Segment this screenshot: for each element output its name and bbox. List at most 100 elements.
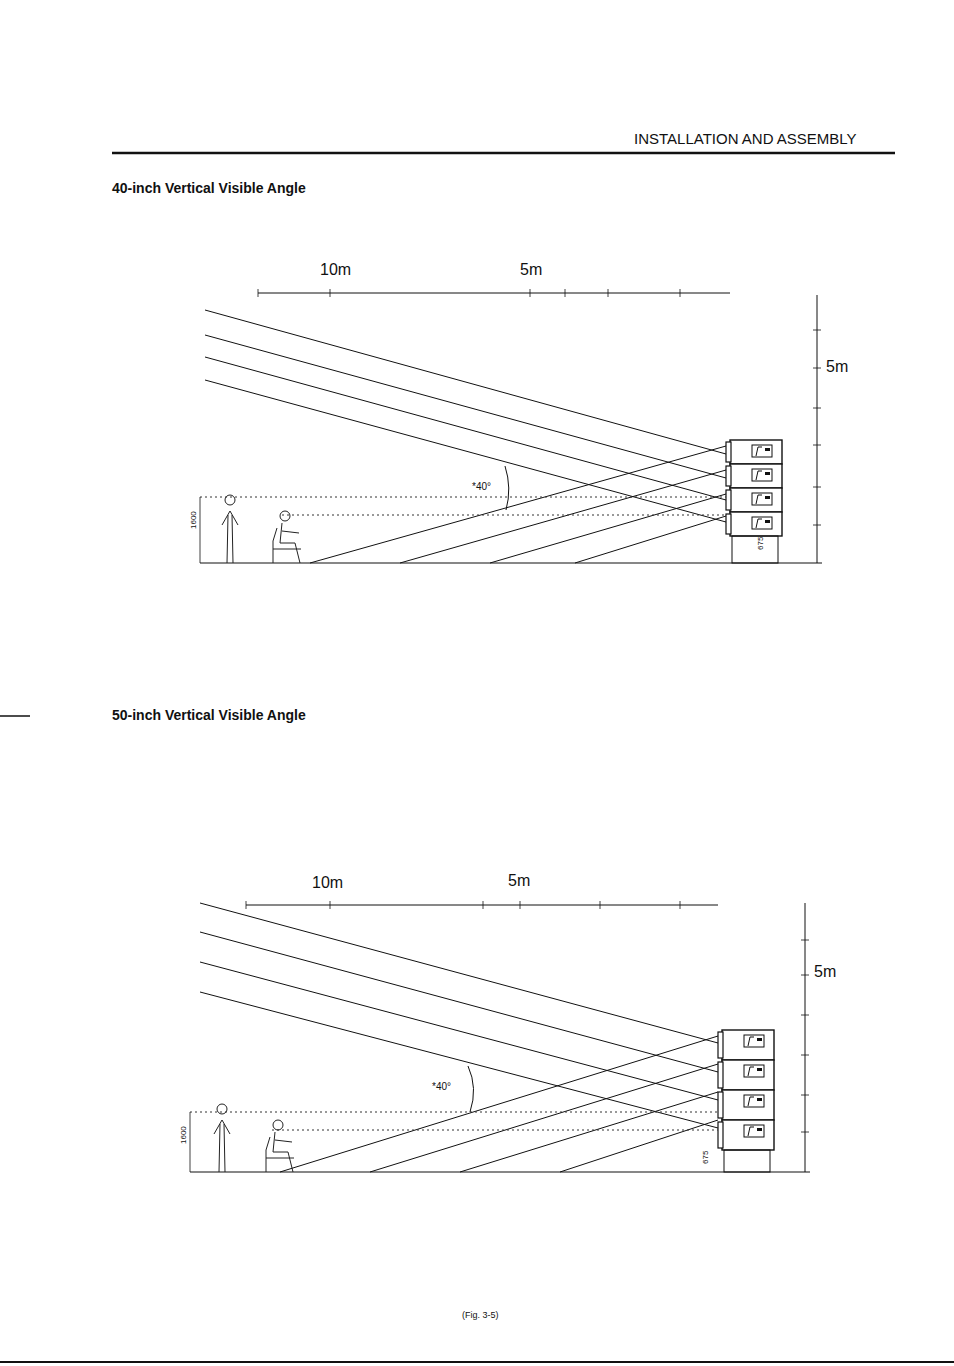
control-panel bbox=[752, 493, 772, 505]
control-panel bbox=[752, 445, 772, 457]
control-panel bbox=[752, 517, 772, 529]
visible-angle-diagram bbox=[190, 901, 810, 1172]
running-header: INSTALLATION AND ASSEMBLY bbox=[634, 131, 857, 148]
scale-bar bbox=[258, 293, 730, 294]
screen-face bbox=[718, 1032, 723, 1058]
scale-tick bbox=[258, 289, 259, 297]
eye-level-line bbox=[272, 1130, 718, 1131]
screen-face bbox=[726, 514, 731, 534]
panel-mark bbox=[757, 1128, 762, 1131]
dimension-line bbox=[190, 1112, 191, 1172]
scale-bar bbox=[246, 905, 718, 906]
monitor-cabinet bbox=[730, 512, 782, 536]
scale-tick bbox=[813, 408, 821, 409]
panel-mark bbox=[765, 448, 770, 451]
sight-line bbox=[370, 1064, 718, 1172]
sight-line bbox=[560, 1120, 718, 1172]
panel-mark bbox=[765, 472, 770, 475]
scale-tick bbox=[680, 289, 681, 297]
sight-line bbox=[280, 1036, 718, 1172]
screen-face bbox=[718, 1122, 723, 1148]
control-panel bbox=[752, 469, 772, 481]
figure-caption: (Fig. 3-5) bbox=[462, 1311, 499, 1321]
panel-mark bbox=[765, 520, 770, 523]
panel-mark bbox=[748, 1127, 754, 1136]
dimension-label: 675 bbox=[702, 1150, 711, 1163]
dimension-line bbox=[200, 497, 201, 563]
scale-tick bbox=[608, 289, 609, 297]
scale-tick bbox=[813, 487, 821, 488]
height-scale bbox=[817, 295, 818, 563]
scale-label: 5m bbox=[824, 358, 850, 376]
footer-rule bbox=[0, 1361, 954, 1363]
sight-line bbox=[205, 310, 726, 454]
header-rule bbox=[112, 152, 895, 155]
control-panel bbox=[744, 1065, 764, 1077]
angle-arc bbox=[505, 466, 509, 510]
dimension-label: 1600 bbox=[180, 1126, 189, 1144]
seated-viewer bbox=[266, 1120, 294, 1172]
control-panel bbox=[744, 1125, 764, 1137]
scale-tick bbox=[530, 289, 531, 297]
sight-line bbox=[490, 494, 726, 563]
panel-mark bbox=[756, 447, 762, 456]
screen-face bbox=[718, 1092, 723, 1118]
sight-line bbox=[200, 903, 718, 1043]
screen-face bbox=[726, 490, 731, 510]
scale-label: 5m bbox=[508, 872, 530, 890]
monitor-cabinet bbox=[730, 464, 782, 488]
standing-viewer bbox=[214, 1104, 230, 1172]
eye-level-line bbox=[282, 515, 726, 516]
scale-tick bbox=[520, 901, 521, 909]
standing-viewer bbox=[222, 495, 238, 563]
stand bbox=[724, 1150, 770, 1172]
scale-tick bbox=[600, 901, 601, 909]
angle-arc bbox=[468, 1066, 474, 1112]
screen-face bbox=[718, 1062, 723, 1088]
scale-tick bbox=[813, 368, 821, 369]
scale-tick bbox=[813, 445, 821, 446]
scale-tick bbox=[330, 901, 331, 909]
eye-level-line bbox=[190, 1112, 718, 1113]
scale-tick bbox=[680, 901, 681, 909]
panel-mark bbox=[757, 1098, 762, 1101]
scale-tick bbox=[801, 1095, 809, 1096]
screen-face bbox=[726, 466, 731, 486]
monitor-cabinet bbox=[722, 1090, 774, 1120]
angle-label: *40° bbox=[430, 1081, 453, 1092]
panel-mark bbox=[748, 1067, 754, 1076]
scale-tick bbox=[801, 1055, 809, 1056]
panel-mark bbox=[748, 1037, 754, 1046]
panel-mark bbox=[757, 1068, 762, 1071]
control-panel bbox=[744, 1095, 764, 1107]
angle-label: *40° bbox=[470, 481, 493, 492]
sight-line bbox=[460, 1092, 718, 1172]
scale-label: 10m bbox=[320, 261, 351, 279]
eye-level-line bbox=[200, 497, 726, 498]
section-heading: 40-inch Vertical Visible Angle bbox=[112, 181, 306, 196]
scale-tick bbox=[801, 975, 809, 976]
scale-tick bbox=[813, 525, 821, 526]
dimension-label: 675 bbox=[757, 536, 766, 549]
stand bbox=[732, 536, 778, 563]
panel-mark bbox=[757, 1038, 762, 1041]
scale-label: 10m bbox=[312, 874, 343, 892]
scale-tick bbox=[565, 289, 566, 297]
panel-mark bbox=[756, 471, 762, 480]
seated-viewer bbox=[273, 511, 301, 563]
margin-mark bbox=[0, 715, 30, 717]
sight-line bbox=[200, 962, 718, 1100]
panel-mark bbox=[765, 496, 770, 499]
floor-line bbox=[200, 562, 822, 563]
monitor-cabinet bbox=[722, 1060, 774, 1090]
sight-line bbox=[205, 357, 726, 500]
monitor-cabinet bbox=[722, 1120, 774, 1150]
scale-tick bbox=[330, 289, 331, 297]
monitor-cabinet bbox=[730, 440, 782, 464]
scale-tick bbox=[813, 330, 821, 331]
sight-line bbox=[310, 446, 726, 563]
sight-line bbox=[205, 335, 726, 478]
scale-tick bbox=[801, 940, 809, 941]
sight-line bbox=[205, 380, 726, 522]
